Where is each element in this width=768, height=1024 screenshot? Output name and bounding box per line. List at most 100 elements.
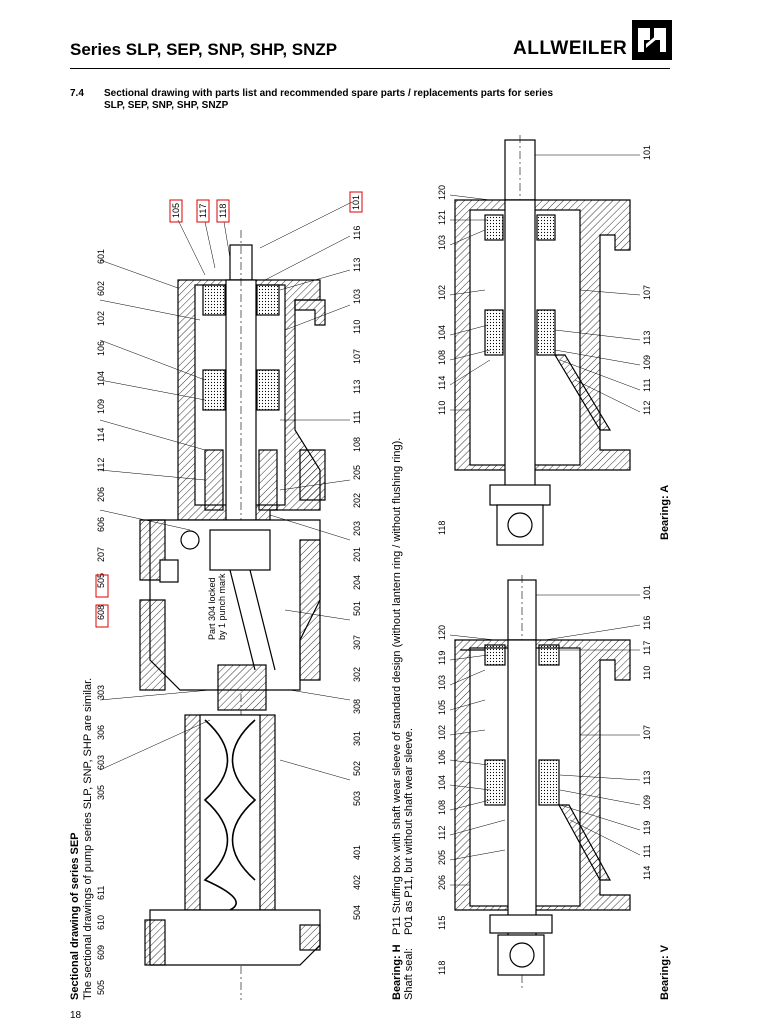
part-label: 112 — [642, 401, 652, 415]
part-label: 110 — [352, 320, 362, 334]
shaft-seal-label: Shaft seal: — [403, 948, 415, 1000]
part-label: 116 — [642, 616, 652, 630]
bearing-a-drawing — [454, 135, 631, 546]
part-label: 204 — [352, 575, 362, 590]
part-label: 107 — [642, 285, 652, 300]
part-label: 113 — [642, 771, 652, 785]
part-label: 206 — [437, 875, 447, 890]
part-label: 108 — [437, 350, 447, 365]
main-pump-drawing — [139, 230, 326, 1000]
section-title-line2: SLP, SEP, SNP, SHP, SNZP — [104, 100, 229, 111]
caption-title: Sectional drawing of series SEP — [69, 833, 81, 1001]
part-label: 111 — [352, 410, 362, 424]
allweiler-logo-icon — [632, 20, 672, 60]
part-label: 107 — [642, 725, 652, 740]
part-label: 611 — [96, 886, 106, 900]
bearing-v-labels: 120 119 103 105 102 106 104 108 112 205 … — [437, 585, 671, 1000]
main-caption: Sectional drawing of series SEP The sect… — [69, 438, 415, 1000]
section-title: Sectional drawing with parts list and re… — [104, 88, 604, 112]
bearing-a-labels: 120 121 103 102 104 108 114 110 118 101 … — [437, 145, 671, 540]
main-left-labels: 601 602 102 106 104 109 114 112 206 606 … — [95, 249, 109, 628]
part-label: 101 — [642, 145, 652, 160]
part-label: 202 — [352, 493, 362, 508]
part-label: 601 — [96, 249, 106, 264]
part-note-line1: Part 304 locked — [207, 577, 217, 640]
part-label: 120 — [437, 185, 447, 200]
bearing-a-label: Bearing: A — [659, 485, 671, 540]
part-label: 103 — [352, 289, 362, 304]
main-right-labels: 116 113 103 110 107 113 111 108 205 202 … — [352, 226, 362, 920]
part-label: 608 — [96, 605, 106, 620]
main-bottom-left-labels: 303 306 603 305 611 610 609 505 — [96, 685, 106, 995]
part-label: 114 — [437, 376, 447, 390]
part-label: 109 — [642, 795, 652, 810]
main-boxed-top-labels: 105 117 118 101 — [169, 191, 363, 223]
part-label: 303 — [96, 685, 106, 700]
part-label: 207 — [96, 547, 106, 562]
part-label: 105 — [437, 700, 447, 715]
part-label: 104 — [437, 775, 447, 790]
part-label: 501 — [352, 601, 362, 616]
bearing-v-drawing — [454, 575, 631, 990]
bearing-a-leaders — [449, 154, 641, 413]
part-label: 118 — [437, 521, 447, 535]
part-label: 504 — [352, 905, 362, 920]
part-label: 113 — [352, 380, 362, 394]
part-label: 102 — [437, 725, 447, 740]
part-label: 113 — [352, 258, 362, 272]
part-label: 505 — [96, 573, 106, 588]
part-label: 610 — [96, 915, 106, 930]
part-label: 308 — [352, 699, 362, 714]
part-label: 114 — [96, 428, 106, 442]
part-label: 118 — [437, 961, 447, 975]
part-label: 110 — [437, 401, 447, 415]
part-label: 401 — [352, 845, 362, 860]
part-label: 116 — [352, 226, 362, 240]
part-label: 609 — [96, 945, 106, 960]
part-label: 106 — [437, 750, 447, 765]
leader-lines-main — [99, 201, 353, 781]
section-title-line1: Sectional drawing with parts list and re… — [104, 88, 554, 99]
part-label: 201 — [352, 547, 362, 562]
part-label: 302 — [352, 667, 362, 682]
part-label: 107 — [352, 349, 362, 364]
bearing-v-leaders — [449, 594, 641, 886]
part-note-line2: by 1 punch mark — [217, 573, 227, 640]
part-label: 503 — [352, 791, 362, 806]
section-number: 7.4 — [70, 88, 84, 99]
header-title: Series SLP, SEP, SNP, SHP, SNZP — [70, 40, 338, 59]
part-label: 121 — [437, 210, 447, 225]
part-label: 106 — [96, 341, 106, 356]
part-label: 118 — [218, 204, 228, 218]
bearing-v-label: Bearing: V — [659, 944, 671, 1000]
part-label: 305 — [96, 785, 106, 800]
part-label: 113 — [642, 331, 652, 345]
caption-subtitle: The sectional drawings of pump series SL… — [82, 678, 94, 1000]
part-label: 108 — [437, 800, 447, 815]
part-label: 103 — [437, 675, 447, 690]
part-label: 117 — [642, 641, 652, 655]
part-label: 306 — [96, 725, 106, 740]
part-label: 117 — [198, 204, 208, 218]
part-label: 103 — [437, 235, 447, 250]
part-label: 205 — [352, 465, 362, 480]
part-label: 101 — [351, 195, 361, 210]
part-label: 104 — [437, 325, 447, 340]
part-label: 307 — [352, 635, 362, 650]
part-label: 402 — [352, 875, 362, 890]
part-label: 102 — [96, 311, 106, 326]
part-label: 206 — [96, 487, 106, 502]
part-label: 104 — [96, 371, 106, 386]
brand-name: ALLWEILER — [513, 38, 628, 59]
part-label: 112 — [96, 458, 106, 472]
part-label: 205 — [437, 850, 447, 865]
part-label: 108 — [352, 437, 362, 452]
part-label: 112 — [437, 826, 447, 840]
part-label: 115 — [437, 916, 447, 930]
part-label: 111 — [642, 378, 652, 392]
part-label: 603 — [96, 755, 106, 770]
seal-p01-text: P01 as P11, but without shaft wear sleev… — [403, 728, 415, 935]
part-label: 102 — [437, 285, 447, 300]
part-label: 120 — [437, 625, 447, 640]
